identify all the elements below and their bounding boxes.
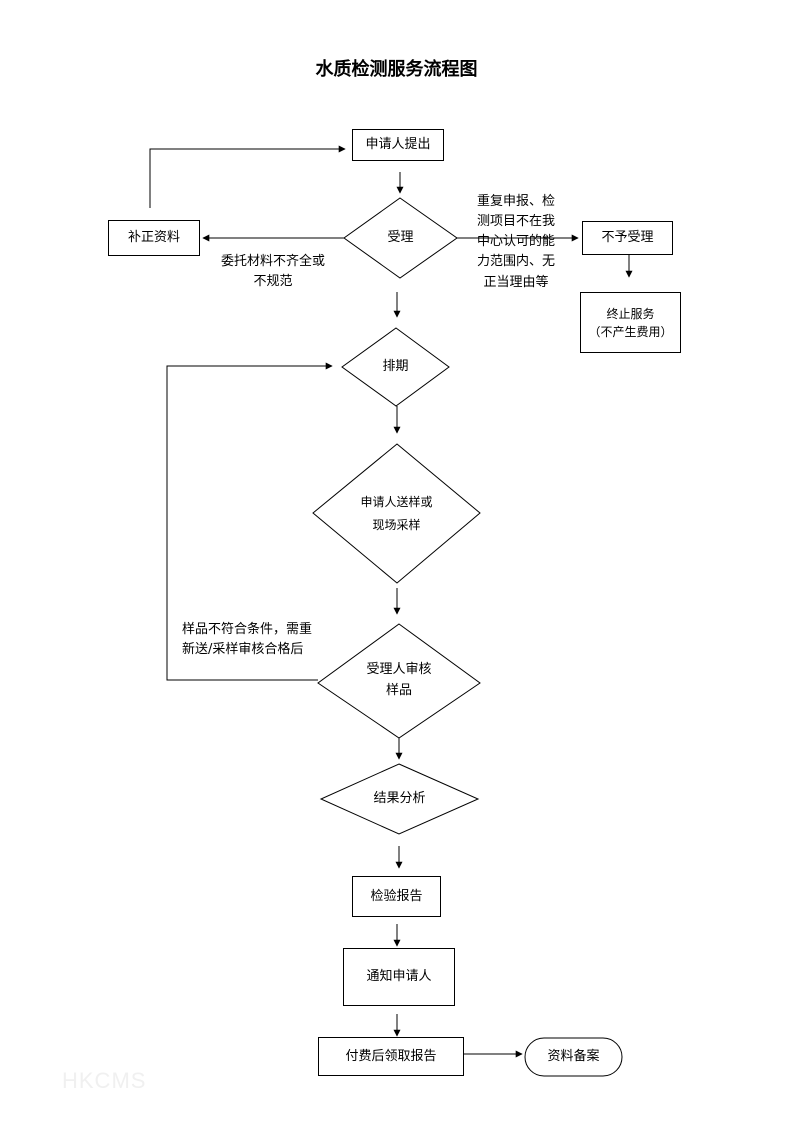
reject-reason-line-3: 中心认可的能: [476, 234, 555, 250]
decision-analysis-shape: [319, 763, 480, 835]
resample-line-2: 新送/采样审核合格后: [182, 641, 304, 657]
label-reject-reason: 重复申报、检 测项目不在我 中心认可的能 力范围内、无 正当理由等: [466, 192, 566, 293]
sample-line-2: 现场采样: [372, 517, 421, 532]
process-report: 检验报告: [352, 876, 441, 917]
process-notify: 通知申请人: [343, 948, 455, 1006]
label-incomplete: 委托材料不齐全或 不规范: [208, 252, 338, 291]
incomplete-line-2: 不规范: [253, 273, 293, 289]
decision-accept: 受理: [387, 230, 414, 246]
review-line-1: 受理人审核: [366, 662, 432, 678]
watermark: HKCMS: [62, 1068, 147, 1093]
review-line-2: 样品: [385, 683, 412, 698]
terminal-archive-shape: [524, 1037, 623, 1077]
process-reject: 不予受理: [582, 221, 673, 255]
label-resample: 样品不符合条件，需重 新送/采样审核合格后: [182, 620, 332, 659]
reject-reason-line-4: 力范围内、无: [476, 254, 555, 270]
reject-reason-line-2: 测项目不在我: [476, 214, 555, 230]
decision-sample-shape: [312, 443, 481, 584]
decision-schedule-shape: [341, 327, 450, 407]
sample-line-1: 申请人送样或: [360, 494, 433, 509]
reject-reason-line-1: 重复申报、检: [476, 194, 555, 209]
terminate-line-1: 终止服务: [606, 306, 655, 321]
terminal-archive: 资料备案: [547, 1049, 600, 1065]
resample-line-1: 样品不符合条件，需重: [182, 622, 313, 637]
incomplete-line-1: 委托材料不齐全或: [220, 254, 325, 269]
process-terminate: 终止服务 （不产生费用）: [580, 292, 681, 353]
decision-accept-shape: [343, 197, 458, 279]
process-apply: 申请人提出: [352, 129, 444, 161]
process-supplement: 补正资料: [108, 220, 200, 256]
process-pay: 付费后领取报告: [318, 1037, 464, 1076]
decision-review: 受理人审核 样品: [318, 624, 480, 738]
decision-schedule: 排期: [382, 359, 409, 375]
terminate-line-2: （不产生费用）: [588, 324, 673, 339]
reject-reason-line-5: 正当理由等: [483, 274, 549, 290]
decision-sample: 申请人送样或 现场采样: [313, 444, 480, 583]
page-title: 水质检测服务流程图: [315, 59, 478, 80]
decision-analysis: 结果分析: [373, 791, 426, 807]
